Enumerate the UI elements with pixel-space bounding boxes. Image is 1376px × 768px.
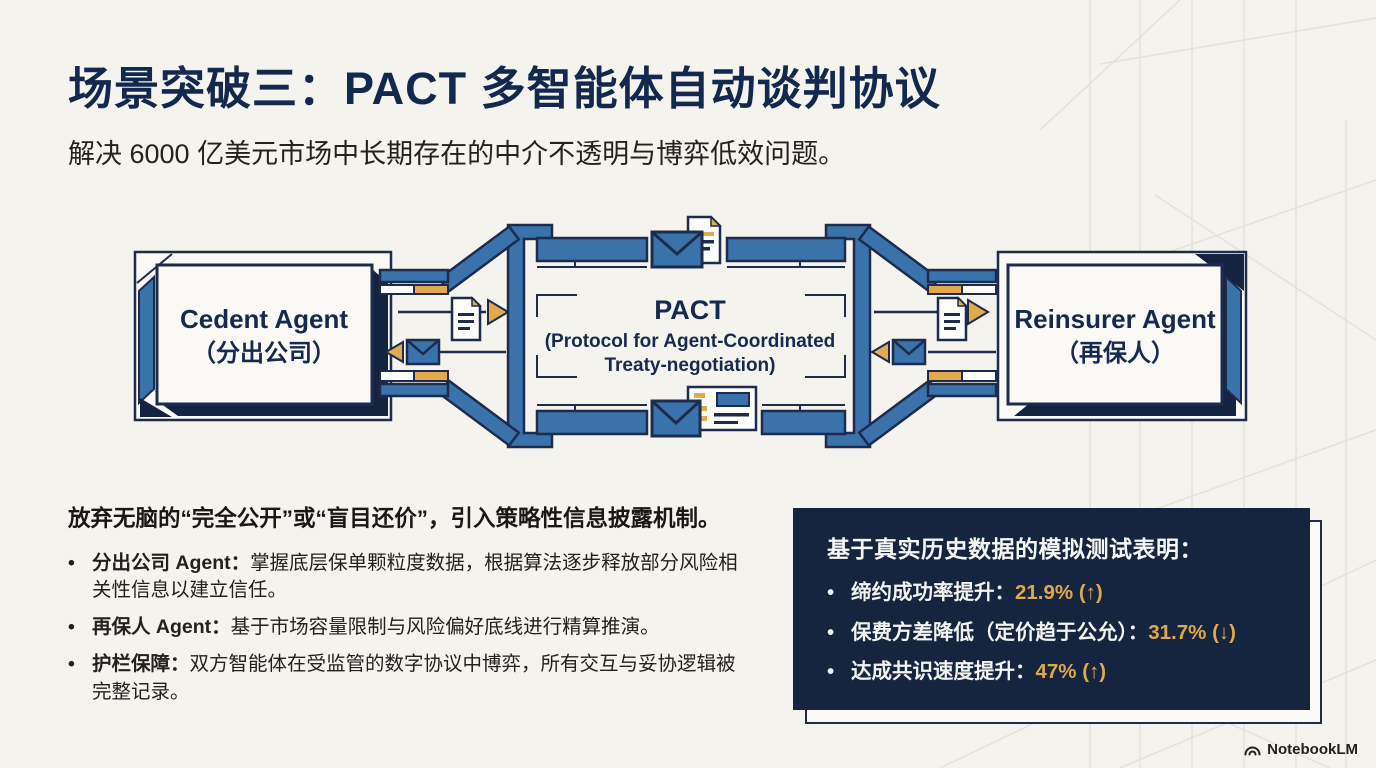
pact-title: PACT bbox=[654, 295, 726, 325]
arrow-right-icon bbox=[398, 296, 510, 342]
cedent-agent-label-cn: （分出公司） bbox=[192, 340, 336, 367]
result-label: 达成共识速度提升： bbox=[851, 660, 1036, 684]
results-heading: 基于真实历史数据的模拟测试表明： bbox=[827, 536, 1203, 562]
result-value: 21.9% (↑) bbox=[1015, 581, 1103, 604]
list-item: • 再保人 Agent：基于市场容量限制与风险偏好底线进行精算推演。 bbox=[68, 614, 740, 642]
bullet-dot: • bbox=[827, 581, 835, 604]
cedent-agent-name: Cedent Agent bbox=[180, 304, 348, 334]
brand-label: NotebookLM bbox=[1267, 741, 1358, 758]
list-item: • 护栏保障：双方智能体在受监管的数字协议中博弈，所有交互与妥协逻辑被完整记录。 bbox=[68, 651, 740, 706]
panel-body: 基于真实历史数据的模拟测试表明： • 缔约成功率提升：21.9% (↑) • 保… bbox=[793, 508, 1310, 710]
result-label: 保费方差降低（定价趋于公允）： bbox=[851, 620, 1149, 644]
notebooklm-watermark: NotebookLM bbox=[1243, 741, 1358, 758]
bullet-label: 再保人 Agent： bbox=[92, 616, 231, 639]
page-title: 场景突破三：PACT 多智能体自动谈判协议 bbox=[68, 63, 941, 114]
cedent-agent-box: Cedent Agent （分出公司） bbox=[133, 250, 393, 422]
reinsurer-agent-name: Reinsurer Agent bbox=[1014, 304, 1216, 334]
bullet-dot: • bbox=[68, 652, 75, 675]
strategy-bullet-list: • 分出公司 Agent：掌握底层保单颗粒度数据，根据算法逐步释放部分风险相关性… bbox=[68, 550, 740, 706]
simulation-results-panel: 基于真实历史数据的模拟测试表明： • 缔约成功率提升：21.9% (↑) • 保… bbox=[793, 508, 1325, 726]
envelope-icon bbox=[650, 399, 702, 438]
bullet-text: 基于市场容量限制与风险偏好底线进行精算推演。 bbox=[230, 616, 660, 639]
list-item: • 缔约成功率提升：21.9% (↑) bbox=[827, 580, 1280, 607]
pact-protocol-box: PACT (Protocol for Agent-Coordinated Tre… bbox=[506, 215, 872, 449]
arrow-right-icon bbox=[874, 296, 990, 342]
result-label: 缔约成功率提升： bbox=[851, 581, 1015, 604]
list-item: • 分出公司 Agent：掌握底层保单颗粒度数据，根据算法逐步释放部分风险相关性… bbox=[68, 550, 740, 605]
strategy-section: 放弃无脑的“完全公开”或“盲目还价”，引入策略性信息披露机制。 • 分出公司 A… bbox=[68, 502, 740, 715]
bullet-text: 掌握底层保单颗粒度数据，根据算法逐步释放部分风险相关性信息以建立信任。 bbox=[92, 551, 738, 602]
list-item: • 达成共识速度提升：47% (↑) bbox=[827, 659, 1280, 686]
bullet-text: 双方智能体在受监管的数字协议中博弈，所有交互与妥协逻辑被完整记录。 bbox=[92, 652, 736, 703]
reinsurer-agent-label-cn: （再保人） bbox=[1055, 340, 1175, 367]
cedent-pact-connectors bbox=[378, 224, 521, 448]
bullet-dot: • bbox=[827, 660, 835, 684]
blue-accent-strip bbox=[1225, 274, 1242, 406]
arrow-left-icon bbox=[384, 338, 506, 366]
bullet-label: 护栏保障： bbox=[92, 652, 190, 675]
pact-subtitle-line1: (Protocol for Agent-Coordinated bbox=[545, 331, 836, 352]
reinsurer-agent-box: Reinsurer Agent （再保人） bbox=[996, 250, 1248, 422]
result-value: 31.7% (↓) bbox=[1148, 620, 1236, 644]
notebooklm-logo-icon bbox=[1244, 746, 1261, 756]
pact-flow-diagram: Cedent Agent （分出公司） Reinsurer Agent （再保人… bbox=[133, 215, 1248, 449]
blue-accent-strip bbox=[138, 274, 155, 406]
bullet-dot: • bbox=[68, 551, 75, 574]
arrow-left-icon bbox=[870, 338, 996, 366]
bullet-label: 分出公司 Agent： bbox=[92, 551, 251, 574]
pact-reinsurer-connectors bbox=[857, 224, 998, 448]
bullet-dot: • bbox=[68, 616, 75, 639]
page-subtitle: 解决 6000 亿美元市场中长期存在的中介不透明与博弈低效问题。 bbox=[68, 139, 846, 169]
list-item: • 保费方差降低（定价趋于公允）：31.7% (↓) bbox=[827, 620, 1280, 647]
pact-subtitle-line2: Treaty-negotiation) bbox=[604, 355, 775, 376]
strategy-heading: 放弃无脑的“完全公开”或“盲目还价”，引入策略性信息披露机制。 bbox=[68, 506, 721, 531]
envelope-icon bbox=[650, 230, 704, 269]
bullet-dot: • bbox=[827, 620, 835, 644]
results-list: • 缔约成功率提升：21.9% (↑) • 保费方差降低（定价趋于公允）：31.… bbox=[827, 580, 1280, 686]
result-value: 47% (↑) bbox=[1035, 660, 1107, 684]
